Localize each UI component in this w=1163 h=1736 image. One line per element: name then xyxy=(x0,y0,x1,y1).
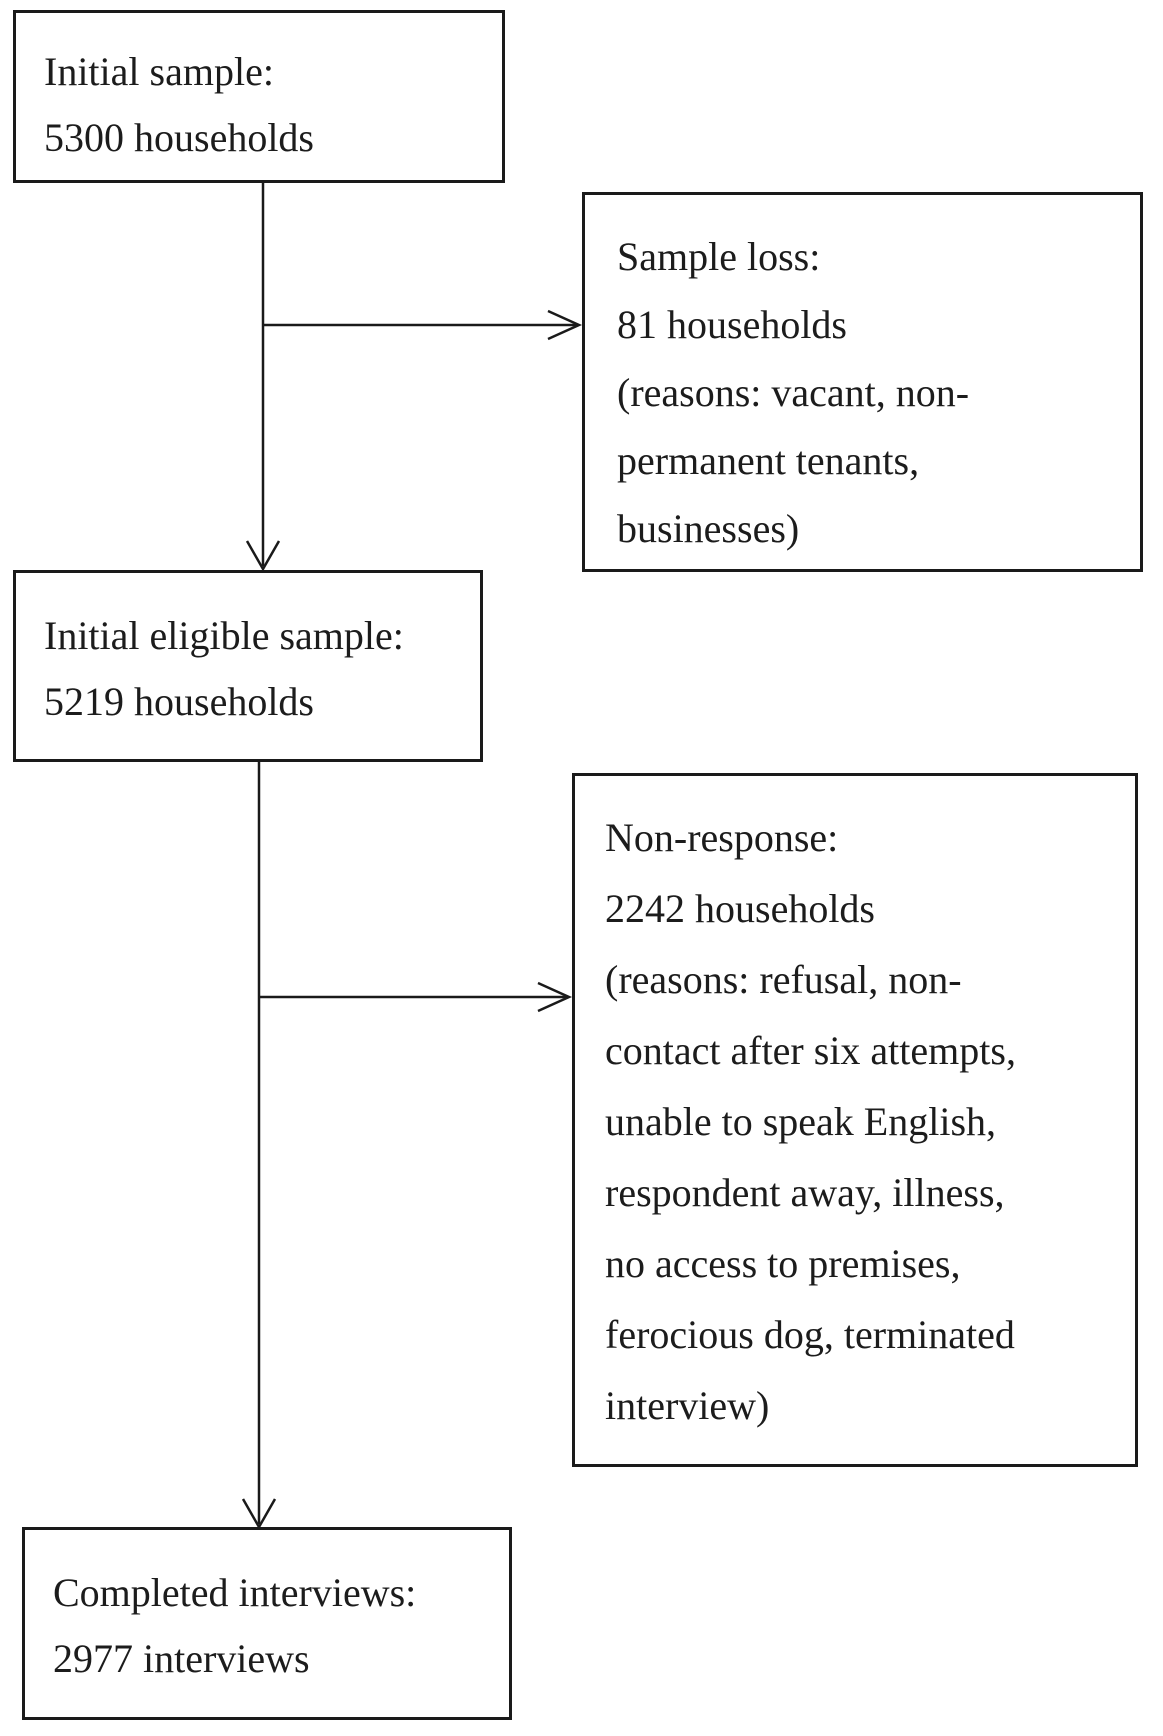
non-response-reasons-line: ferocious dog, terminated xyxy=(605,1312,1015,1357)
non-response-reasons-line: (reasons: refusal, non- xyxy=(605,957,962,1002)
arrow-right-icon xyxy=(537,981,573,1013)
arrow-down-icon xyxy=(241,1498,277,1530)
initial-eligible-count: 5219 households xyxy=(44,679,314,724)
non-response-reasons-line: contact after six attempts, xyxy=(605,1028,1016,1073)
sample-loss-reasons-line: permanent tenants, xyxy=(617,438,920,483)
completed-interviews-title: Completed interviews: xyxy=(53,1570,417,1615)
non-response-reasons-line: respondent away, illness, xyxy=(605,1170,1005,1215)
sample-loss-title: Sample loss: xyxy=(617,234,821,279)
non-response-title: Non-response: xyxy=(605,815,839,860)
initial-sample-title: Initial sample: xyxy=(44,49,274,94)
non-response-count: 2242 households xyxy=(605,886,875,931)
initial-sample-count: 5300 households xyxy=(44,115,314,160)
arrow-right-icon xyxy=(547,309,583,341)
completed-interviews-count: 2977 interviews xyxy=(53,1636,310,1681)
initial-eligible-title: Initial eligible sample: xyxy=(44,613,404,658)
non-response-reasons-line: no access to premises, xyxy=(605,1241,961,1286)
sample-loss-reasons-line: (reasons: vacant, non- xyxy=(617,370,970,415)
sample-loss-count: 81 households xyxy=(617,302,847,347)
initial-sample-box: Initial sample: 5300 households xyxy=(13,10,505,183)
non-response-reasons-line: interview) xyxy=(605,1383,770,1428)
completed-interviews-box: Completed interviews: 2977 interviews xyxy=(22,1527,512,1720)
non-response-reasons-line: unable to speak English, xyxy=(605,1099,997,1144)
sample-loss-reasons-line: businesses) xyxy=(617,506,800,551)
arrow-down-icon xyxy=(245,540,281,572)
sample-loss-box: Sample loss: 81 households (reasons: vac… xyxy=(582,192,1143,572)
initial-eligible-sample-box: Initial eligible sample: 5219 households xyxy=(13,570,483,762)
non-response-box: Non-response: 2242 households (reasons: … xyxy=(572,773,1138,1467)
